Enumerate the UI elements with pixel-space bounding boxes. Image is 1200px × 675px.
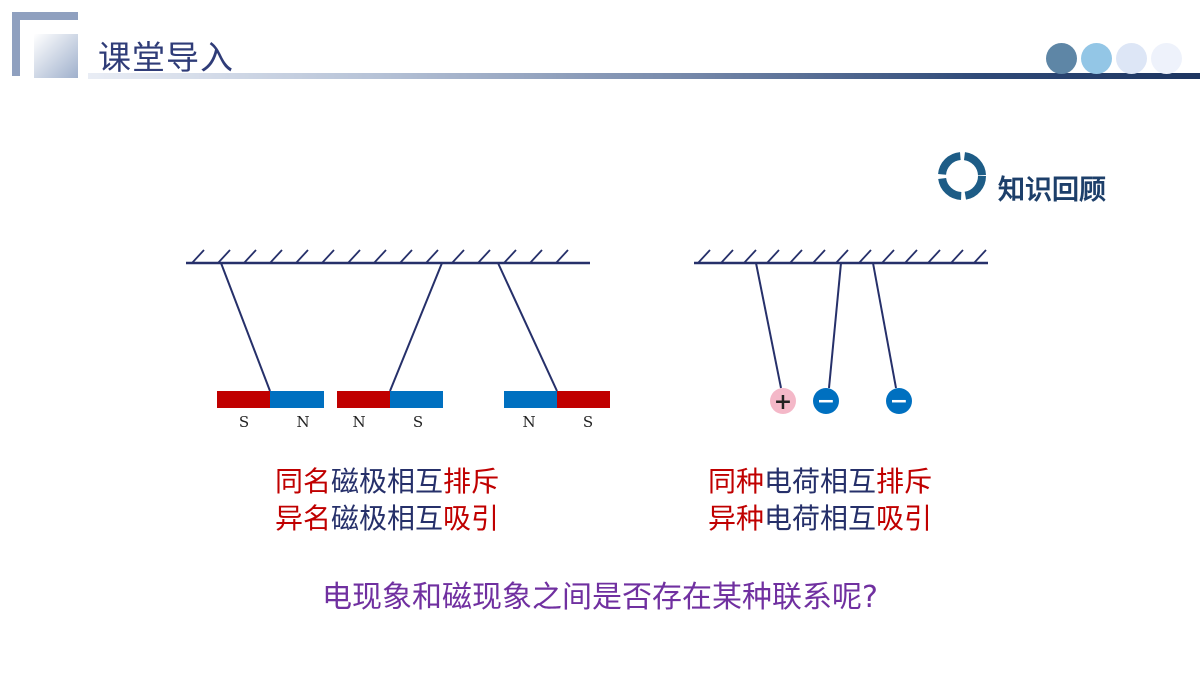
charge-rule-1-prefix: 同种 xyxy=(708,465,765,498)
pole-label-1: S xyxy=(239,413,249,431)
pole-label-6: S xyxy=(583,413,593,431)
magnet-rule-1-middle: 磁极相互 xyxy=(331,465,444,498)
magnet-rule-line-2: 异名磁极相互吸引 xyxy=(275,497,499,537)
magnet-diagram: S N N S N S xyxy=(186,249,610,431)
review-cycle-icon xyxy=(938,152,986,200)
page-title: 课堂导入 xyxy=(98,38,234,77)
magnet-1-n-pole xyxy=(270,391,324,408)
charge-ceiling-hatch xyxy=(697,249,987,264)
header-dot-3 xyxy=(1116,43,1147,74)
magnet-string-2 xyxy=(389,262,443,392)
negative-charge-ball-2 xyxy=(886,388,912,414)
magnet-1-s-pole xyxy=(217,391,270,408)
knowledge-review-label: 知识回顾 xyxy=(998,175,1106,206)
magnet-2-s-pole xyxy=(390,391,443,408)
magnet-rule-2-prefix: 异名 xyxy=(275,502,332,535)
charge-diagram: + − − xyxy=(694,249,988,415)
header-decoration-square xyxy=(12,12,78,78)
magnet-rule-2-middle: 磁极相互 xyxy=(331,502,444,535)
charge-string-1 xyxy=(755,262,782,389)
magnet-2-n-pole xyxy=(337,391,390,408)
magnet-ceiling-hatch xyxy=(191,249,569,264)
charge-rule-2-suffix: 吸引 xyxy=(876,502,933,535)
charge-string-2 xyxy=(828,262,842,389)
charge-rule-line-2: 异种电荷相互吸引 xyxy=(708,497,932,537)
negative-charge-sign-1: − xyxy=(817,388,835,414)
magnet-rule-1-suffix: 排斥 xyxy=(443,465,500,498)
charge-rule-1-suffix: 排斥 xyxy=(876,465,933,498)
magnet-3-n-pole xyxy=(504,391,557,408)
magnet-rule-2-suffix: 吸引 xyxy=(443,502,500,535)
magnet-string-1 xyxy=(220,262,271,392)
charge-rule-2-middle: 电荷相互 xyxy=(764,502,877,535)
header-dot-4 xyxy=(1151,43,1182,74)
negative-charge-ball-1 xyxy=(813,388,839,414)
header-dot-1 xyxy=(1046,43,1077,74)
charge-rule-2-prefix: 异种 xyxy=(708,502,765,535)
pole-label-2: N xyxy=(296,413,309,431)
header-underline-bar xyxy=(88,73,1200,79)
magnet-3-s-pole xyxy=(557,391,610,408)
charge-rule-line-1: 同种电荷相互排斥 xyxy=(708,460,932,500)
pole-label-5: N xyxy=(522,413,535,431)
charge-rule-1-middle: 电荷相互 xyxy=(764,465,877,498)
magnet-rule-line-1: 同名磁极相互排斥 xyxy=(275,460,499,500)
magnet-string-3 xyxy=(497,262,558,392)
pole-label-4: S xyxy=(413,413,423,431)
positive-charge-sign: + xyxy=(774,389,792,415)
guiding-question: 电现象和磁现象之间是否存在某种联系呢? xyxy=(322,580,878,615)
pole-label-3: N xyxy=(352,413,365,431)
negative-charge-sign-2: − xyxy=(890,388,908,414)
charge-string-3 xyxy=(872,262,897,389)
header-dot-2 xyxy=(1081,43,1112,74)
positive-charge-ball xyxy=(770,388,796,414)
magnet-rule-1-prefix: 同名 xyxy=(275,465,332,498)
